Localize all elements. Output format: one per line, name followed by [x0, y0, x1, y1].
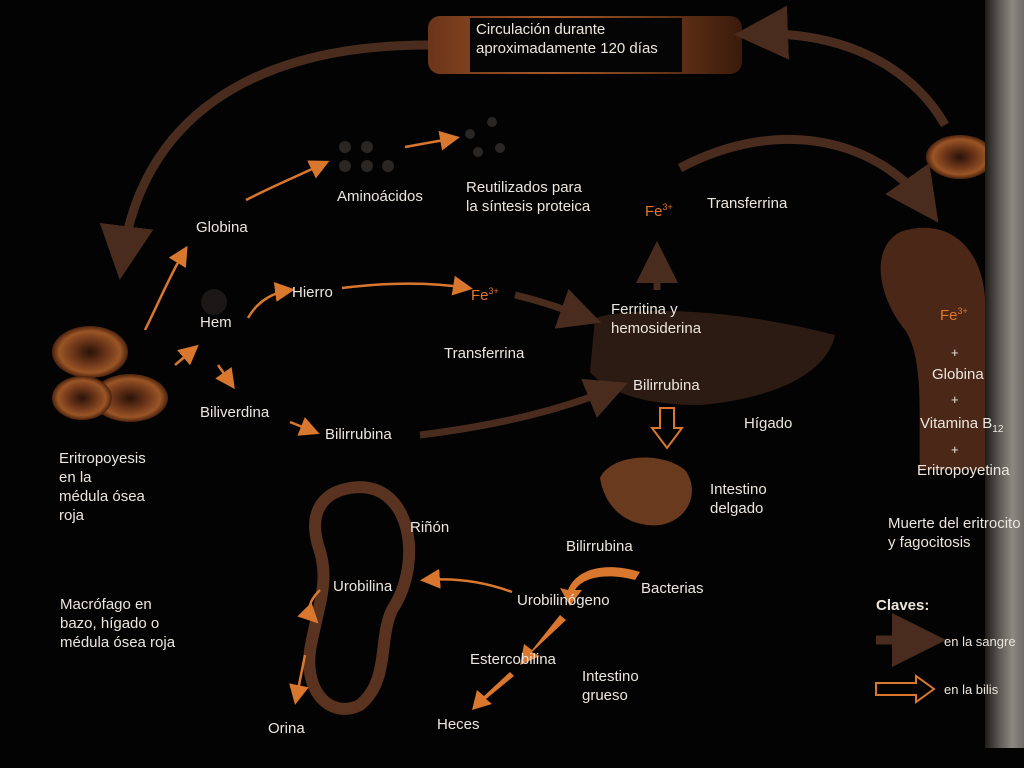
- blood-arrows: [143, 130, 513, 705]
- red-blood-cell-circulating: [926, 135, 994, 179]
- iron-label: Hierro: [292, 284, 333, 301]
- erythropoiesis-label: Eritropoyesis en la médula ósea roja: [59, 450, 146, 524]
- vitamin-b12-label: Vitamina B12: [920, 415, 1004, 435]
- liver-shape: [590, 311, 835, 405]
- fe-mid-label: Fe3+: [471, 286, 499, 304]
- transferrin-mid-label: Transferrina: [444, 345, 525, 362]
- plus-sign-1: +: [951, 345, 959, 360]
- key-bile-label: en la bilis: [944, 682, 999, 697]
- amino-acid-dots: [339, 141, 394, 172]
- page-edge-shadow: [985, 0, 1024, 748]
- urobilin-label: Urobilina: [333, 578, 393, 595]
- blood-vessel: [428, 16, 742, 74]
- bilirubin-intestine-label: Bilirrubina: [566, 538, 633, 555]
- large-intestine-label: Intestino grueso: [582, 668, 639, 704]
- fe-to-ferritin-arrow: [514, 288, 602, 329]
- key-blood-label: en la sangre: [944, 634, 1016, 649]
- urine-label: Orina: [268, 720, 305, 737]
- circulation-arrow-left: [99, 40, 429, 280]
- kidney-label: Riñón: [410, 519, 450, 536]
- transferrin-top-label: Transferrina: [707, 195, 788, 212]
- key-title: Claves:: [876, 597, 930, 614]
- hem-molecule: [201, 289, 227, 315]
- globin-label: Globina: [196, 219, 248, 236]
- death-phagocytosis-label: Muerte del eritrocito y fagocitosis: [888, 515, 1021, 551]
- erythropoietin-label: Eritropoyetina: [917, 462, 1010, 479]
- biliverdin-label: Biliverdina: [200, 404, 270, 421]
- fe-top-label: Fe3+: [645, 202, 673, 220]
- ferritin-label: Ferritina y hemosiderina: [611, 301, 702, 337]
- globin-right-label: Globina: [932, 366, 984, 383]
- circulation-label: Circulación durante aproximadamente 120 …: [476, 21, 658, 57]
- liver-label: Hígado: [744, 415, 793, 432]
- plus-sign-2: +: [951, 392, 959, 407]
- bilirubin-left-label: Bilirrubina: [325, 426, 392, 443]
- circulation-arrow-right: [734, 5, 949, 128]
- red-blood-cells-marrow: [52, 326, 168, 422]
- stercobilin-label: Estercobilina: [470, 651, 556, 668]
- small-intestine-shape: [600, 457, 692, 526]
- macrophage-label: Macrófago en bazo, hígado o médula ósea …: [60, 596, 176, 651]
- reused-protein-label: Reutilizados para la síntesis proteica: [466, 179, 591, 215]
- plus-sign-3: +: [951, 442, 959, 457]
- transferrin-to-macrophage-arrow: [677, 134, 939, 223]
- urobilinogen-label: Urobilinógeno: [517, 592, 610, 609]
- feces-label: Heces: [437, 716, 480, 733]
- reused-protein-dots: [465, 117, 505, 157]
- key-bile-arrow: [875, 674, 936, 704]
- bilirubin-liver-label: Bilirrubina: [633, 377, 700, 394]
- aminoacids-label: Aminoácidos: [337, 188, 423, 205]
- kidney-shape: [303, 481, 416, 715]
- small-intestine-label: Intestino delgado: [710, 481, 767, 517]
- intestine-flow-arrows: [472, 567, 640, 710]
- bile-arrow-liver: [650, 407, 684, 450]
- hem-label: Hem: [200, 314, 232, 331]
- fe-right-label: Fe3+: [940, 306, 968, 324]
- macrophage-shape: [880, 227, 986, 470]
- bacteria-label: Bacterias: [641, 580, 704, 597]
- bilirubin-to-liver-arrow: [419, 378, 628, 439]
